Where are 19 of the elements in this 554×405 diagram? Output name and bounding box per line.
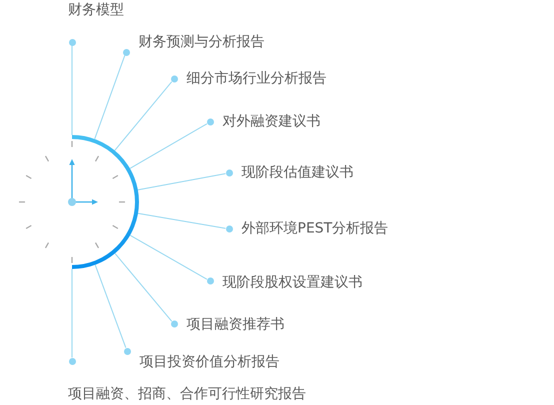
item-label: 财务预测与分析报告 (138, 34, 264, 50)
leader-line (94, 264, 126, 348)
leader-line (114, 252, 172, 322)
item-label: 财务模型 (68, 2, 124, 18)
clock-drawing (16, 135, 140, 269)
item-label: 现阶段股权设置建议书 (222, 274, 362, 292)
item-label: 项目投资价值分析报告 (140, 354, 280, 370)
leader-line (138, 212, 226, 229)
item-label: 细分市场行业分析报告 (186, 70, 326, 88)
leader-line (137, 173, 226, 190)
leader-line (129, 123, 208, 169)
leader-line (114, 81, 172, 151)
item-label: 项目融资推荐书 (186, 316, 284, 334)
item-label: 对外融资建议书 (222, 114, 320, 130)
item-label: 外部环境PEST分析报告 (242, 220, 388, 238)
item-label: 现阶段估值建议书 (242, 164, 354, 182)
leader-line (94, 54, 126, 140)
item-label: 项目融资、招商、合作可行性研究报告 (68, 386, 306, 402)
leader-line (130, 234, 208, 280)
